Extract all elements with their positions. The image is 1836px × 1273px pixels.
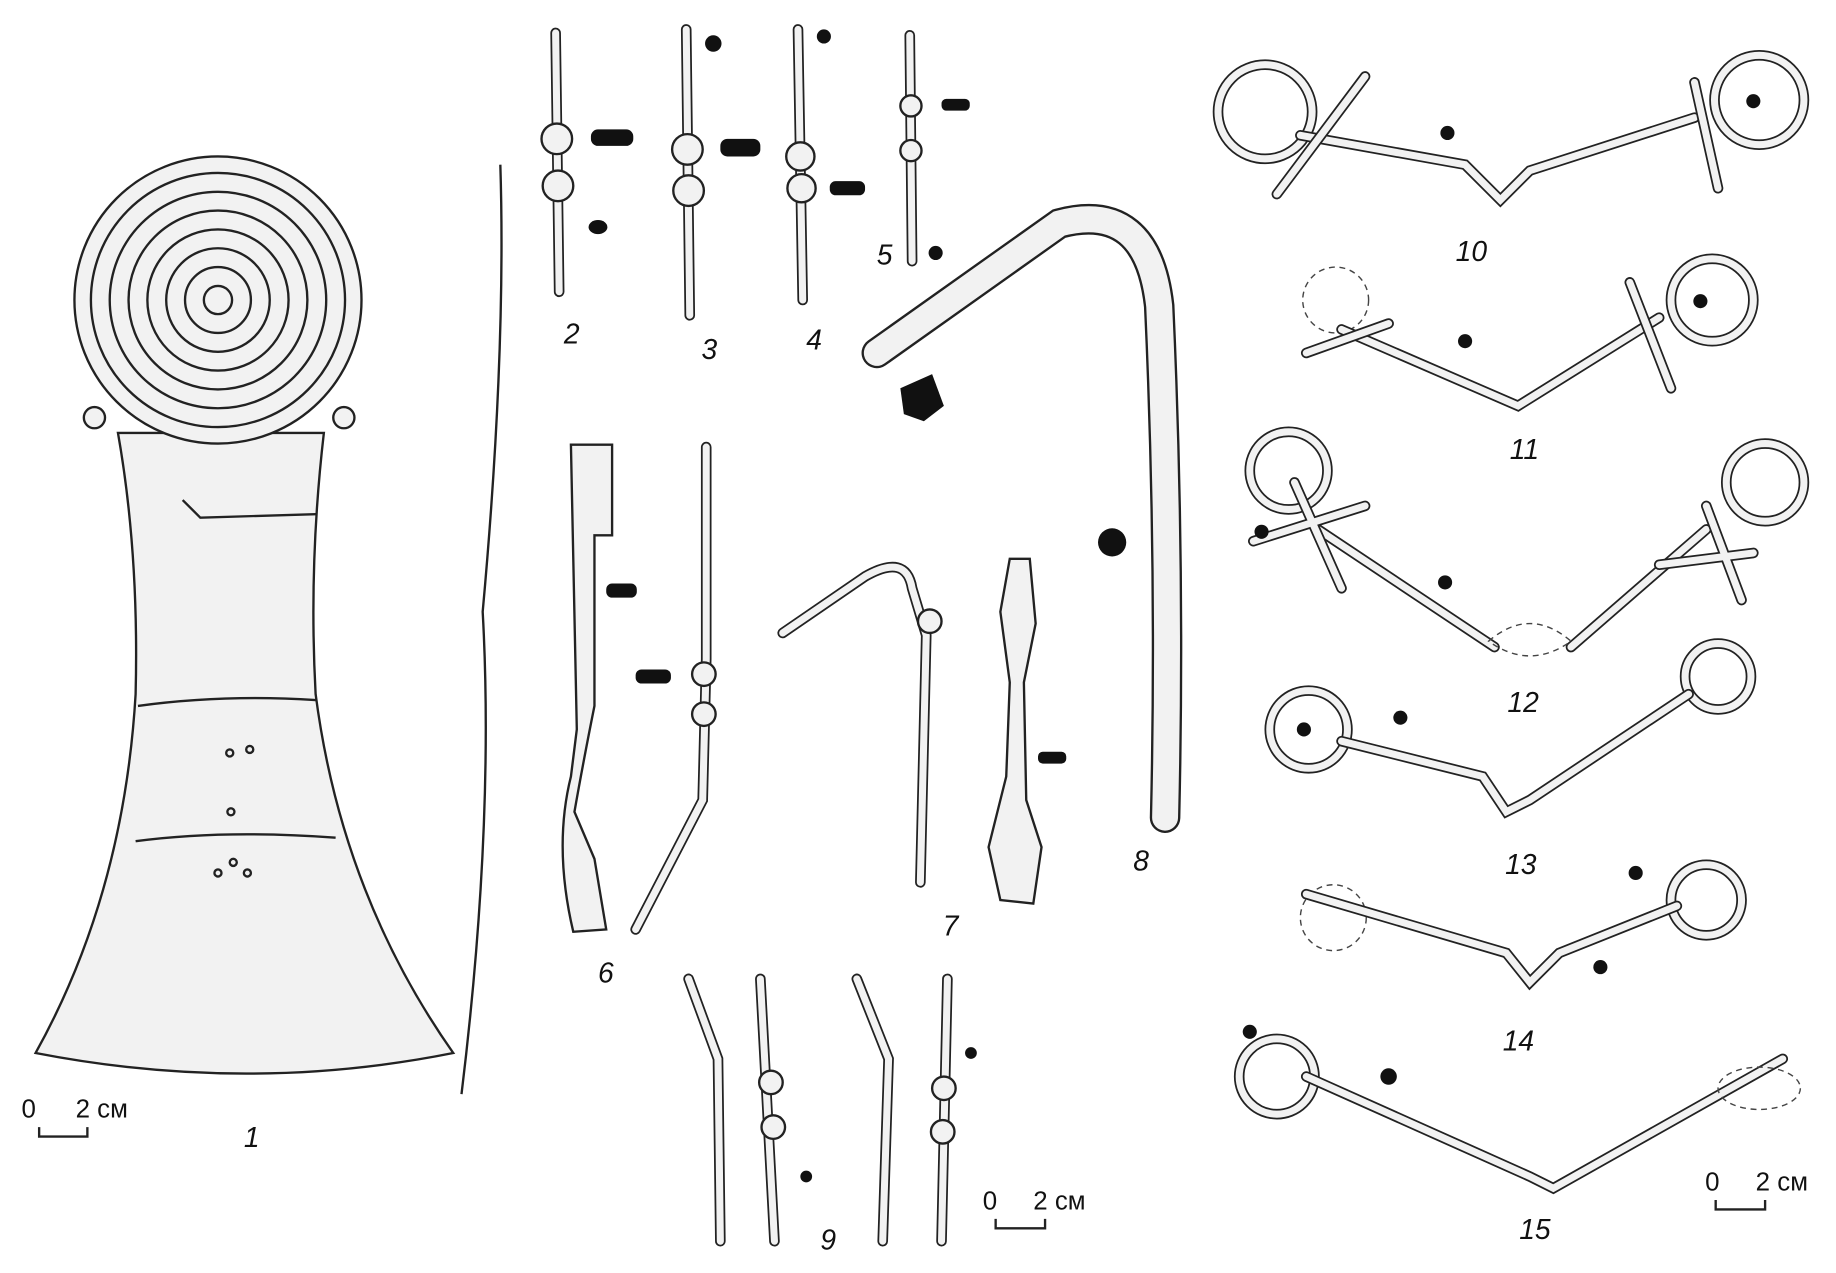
label-10: 10	[1456, 235, 1488, 267]
svg-text:0: 0	[1705, 1169, 1719, 1197]
artifact-14	[1299, 859, 1747, 991]
scale-bar-1: 0 2 см	[21, 1096, 128, 1138]
label-12: 12	[1507, 686, 1539, 718]
artifact-5	[899, 30, 970, 267]
axe-profile-line	[460, 164, 503, 1095]
artifact-9	[683, 973, 977, 1247]
artifact-7	[777, 557, 1067, 905]
svg-text:0: 0	[21, 1096, 35, 1124]
artifact-15	[1233, 1024, 1802, 1195]
artifact-11	[1300, 253, 1759, 412]
svg-text:2 см: 2 см	[1756, 1169, 1808, 1197]
svg-text:0: 0	[983, 1187, 997, 1215]
artifact-4	[785, 24, 866, 306]
label-9: 9	[820, 1223, 836, 1255]
label-15: 15	[1519, 1213, 1551, 1245]
artifact-6	[561, 441, 717, 935]
artifact-13	[1264, 638, 1757, 819]
label-1: 1	[244, 1121, 260, 1153]
artifact-8	[861, 204, 1183, 833]
scale-bar-2: 0 2 см	[983, 1187, 1086, 1230]
artifact-3	[670, 24, 761, 321]
label-3: 3	[702, 333, 718, 365]
label-6: 6	[598, 956, 614, 988]
label-13: 13	[1505, 848, 1537, 880]
artifact-12	[1244, 426, 1810, 657]
artifact-10	[1212, 50, 1810, 208]
artifact-2	[540, 27, 634, 298]
scale-bar-3: 0 2 см	[1705, 1169, 1808, 1211]
label-2: 2	[563, 318, 580, 350]
label-4: 4	[806, 323, 822, 355]
svg-text:2 см: 2 см	[1033, 1187, 1085, 1215]
artifact-1-axe	[33, 155, 503, 1095]
label-5: 5	[877, 239, 893, 271]
label-8: 8	[1133, 845, 1149, 877]
label-14: 14	[1503, 1025, 1534, 1057]
svg-text:2 см: 2 см	[76, 1096, 128, 1124]
label-11: 11	[1510, 433, 1539, 465]
label-7: 7	[943, 909, 960, 941]
